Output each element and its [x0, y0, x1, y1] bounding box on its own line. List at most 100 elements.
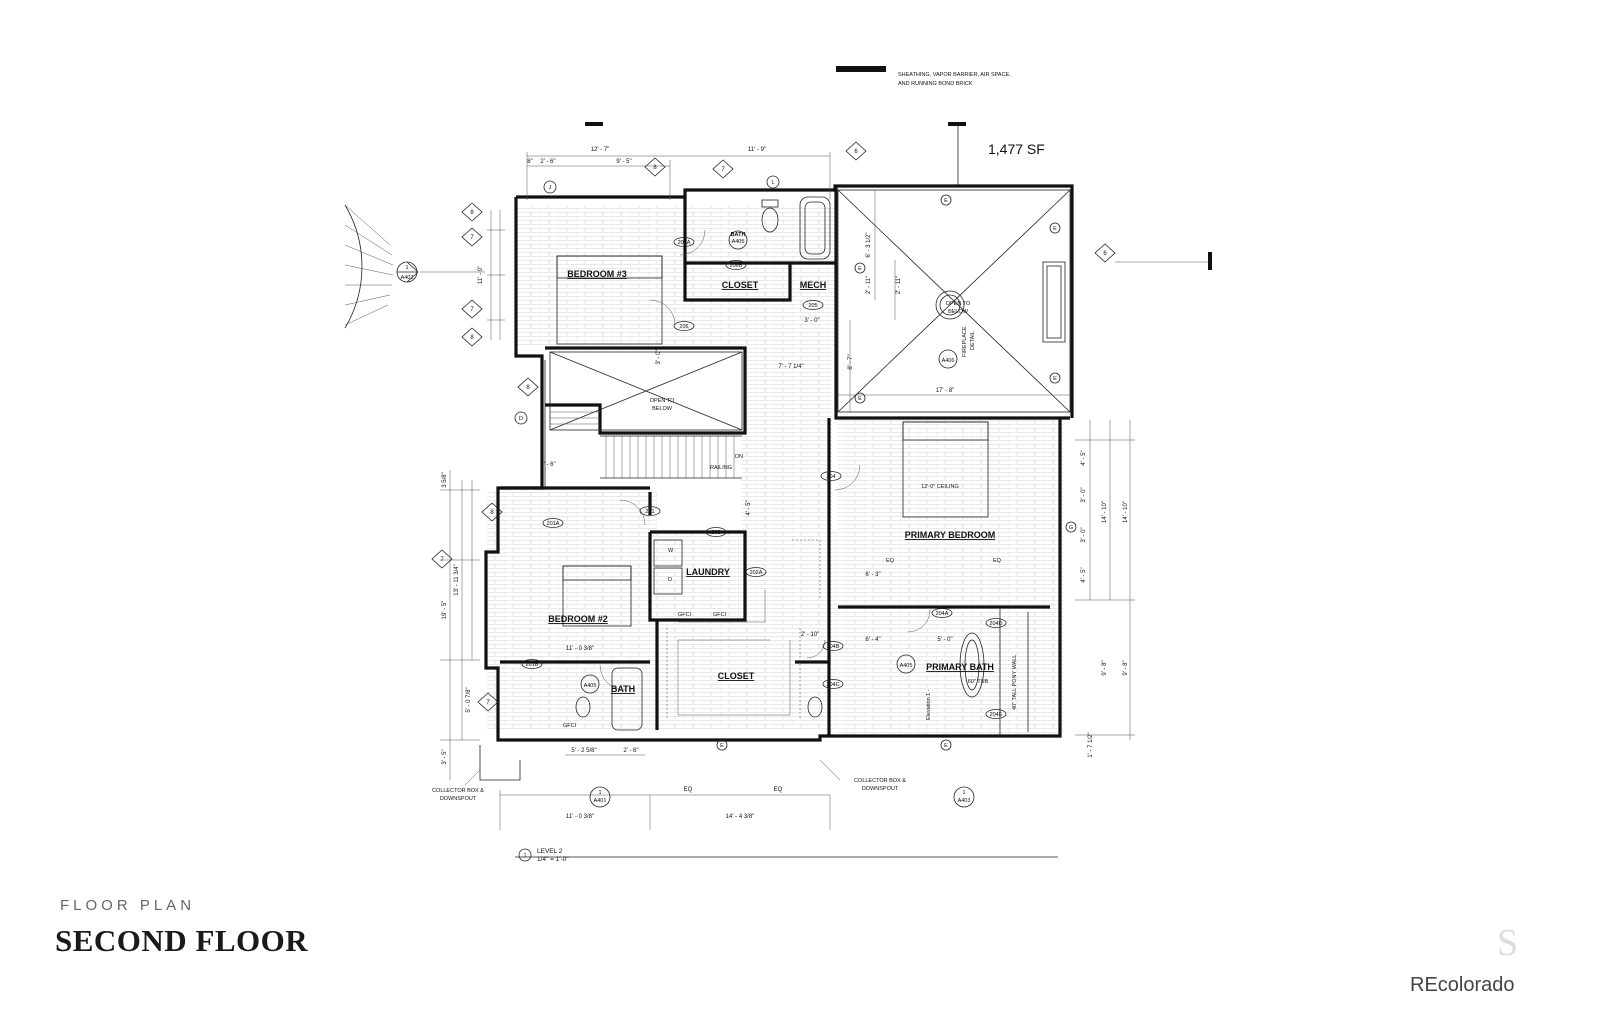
svg-text:A405: A405	[732, 239, 745, 245]
svg-text:202A: 202A	[750, 570, 763, 576]
gfci-label-1: GFCI	[678, 612, 692, 618]
svg-text:206B: 206B	[730, 263, 743, 269]
dim-label: 4' - 5"	[746, 500, 752, 515]
svg-text:7: 7	[440, 557, 444, 563]
room-label-bedroom2: BEDROOM #2	[548, 614, 608, 624]
svg-text:202: 202	[711, 530, 720, 536]
open-below-left-2: BELOW	[652, 406, 673, 412]
wall-note-line2: AND RUNNING BOND BRICK	[898, 81, 973, 87]
room-label-bedroom3: BEDROOM #3	[567, 269, 627, 279]
dim-label: 9' - 8"	[1123, 660, 1129, 675]
svg-text:8: 8	[470, 210, 474, 216]
door-tag: 201B	[521, 659, 543, 669]
svg-text:7: 7	[486, 700, 490, 706]
wall-note-line1: SHEATHING, VAPOR BARRIER, AIR SPACE,	[898, 72, 1011, 78]
section-circle-a403: 1 A403	[953, 786, 975, 808]
room-label-closet-top: CLOSET	[722, 280, 759, 290]
svg-text:206A: 206A	[678, 240, 691, 246]
dim-label: 17' - 8"	[936, 388, 955, 394]
dim-label: 3' - 0"	[1081, 527, 1087, 542]
open-below-left-1: OPEN TO	[650, 398, 675, 404]
grid-circle-j: J	[543, 180, 557, 194]
grid-tag-7-left: 7	[461, 227, 483, 247]
svg-text:1: 1	[523, 853, 526, 859]
washer-label: W	[668, 548, 674, 554]
grid-circle-e3: E	[854, 262, 866, 274]
svg-text:8: 8	[526, 385, 530, 391]
dim-label: EQ	[774, 787, 783, 793]
dim-label: EQ	[684, 787, 693, 793]
grid-tag-7-top: 7	[712, 159, 734, 179]
eq-label-1: EQ	[886, 558, 895, 564]
dim-label: 3' - 0"	[804, 318, 819, 324]
level-label: LEVEL 2	[537, 848, 563, 855]
svg-text:201B: 201B	[526, 662, 539, 668]
dim-label: 3' - 0"	[656, 349, 662, 364]
section-circle-a405-bath: A405	[580, 674, 600, 694]
dim-label: 4' - 5"	[1081, 567, 1087, 582]
svg-text:204A: 204A	[936, 611, 949, 617]
door-tag: 204E	[985, 709, 1007, 719]
grid-tag-8-mid: 8	[517, 377, 539, 397]
svg-text:206: 206	[679, 324, 688, 330]
dim-label: 13' - 11 3/4"	[454, 564, 460, 596]
dim-label: 14' - 4 3/8"	[726, 814, 755, 820]
svg-text:204E: 204E	[990, 712, 1003, 718]
dim-label: 4' - 5"	[1081, 450, 1087, 465]
svg-text:1: 1	[598, 790, 601, 796]
dim-label: 14' - 10"	[1123, 501, 1129, 523]
svg-text:8: 8	[490, 510, 494, 516]
svg-text:205: 205	[808, 303, 817, 309]
svg-text:204B: 204B	[827, 644, 840, 650]
svg-text:8: 8	[653, 165, 657, 171]
svg-text:E: E	[1053, 226, 1057, 232]
door-tag: 202A	[745, 567, 767, 577]
svg-text:204C: 204C	[826, 682, 839, 688]
svg-text:A403: A403	[958, 798, 971, 804]
open-below-right-2: BELOW	[948, 309, 969, 315]
dim-label: 12' - 7"	[591, 147, 610, 153]
pony-wall-label: 40" TALL PONY WALL	[1012, 655, 1018, 710]
grid-tag-8-lower: 8	[481, 502, 503, 522]
dim-label: 11' - 0 3/8"	[566, 646, 594, 652]
svg-text:1: 1	[405, 265, 408, 271]
door-tag: 204D	[985, 618, 1007, 628]
dim-label: 8' - 7"	[848, 354, 854, 369]
section-circle-a401: 1 A401	[589, 786, 611, 808]
door-tag: 206A	[673, 237, 695, 247]
svg-text:D: D	[519, 416, 523, 422]
dimension-lines	[440, 152, 1135, 858]
dim-label: 5' - 0"	[937, 637, 952, 643]
grid-tag-8-left2: 8	[461, 327, 483, 347]
svg-text:L: L	[771, 180, 774, 186]
open-below-right-1: OPEN TO	[946, 301, 971, 307]
dim-label: 2' - 6"	[623, 748, 638, 754]
dim-label: 11' - 0"	[478, 266, 484, 284]
grid-circle-e1: E	[940, 194, 952, 206]
grid-circle-e4: E	[1049, 372, 1061, 384]
door-tag: 205	[802, 300, 824, 310]
door-tag: 202	[705, 527, 727, 537]
grid-tag-6-right: 6	[1094, 243, 1116, 263]
grid-circle-l: L	[766, 175, 780, 189]
dim-label: 9' - 8"	[1102, 660, 1108, 675]
dim-label: 2' - 11"	[866, 276, 872, 294]
room-label-laundry: LAUNDRY	[686, 567, 730, 577]
interior-details	[544, 189, 1071, 736]
door-tag: 204B	[822, 641, 844, 651]
grid-circle-e7: E	[716, 739, 728, 751]
section-circle-a405-primary: A405	[896, 654, 916, 674]
room-label-primary-bedroom: PRIMARY BEDROOM	[905, 530, 996, 540]
svg-text:A405: A405	[900, 663, 913, 669]
door-tags: 206A 206B 206 205 204 201 201A 202 202A …	[521, 237, 1007, 719]
tub-label: 60" TUB	[968, 679, 989, 685]
left-arc-landing	[344, 204, 394, 329]
svg-text:7: 7	[470, 307, 474, 313]
scale-label: 1/4" = 1'-0"	[537, 856, 569, 863]
dim-label: 2' - 6"	[540, 462, 555, 468]
collector-left-line1: COLLECTOR BOX &	[432, 788, 484, 794]
svg-text:A405: A405	[584, 683, 597, 689]
svg-text:204D: 204D	[989, 621, 1002, 627]
door-tag: 201	[639, 506, 661, 516]
